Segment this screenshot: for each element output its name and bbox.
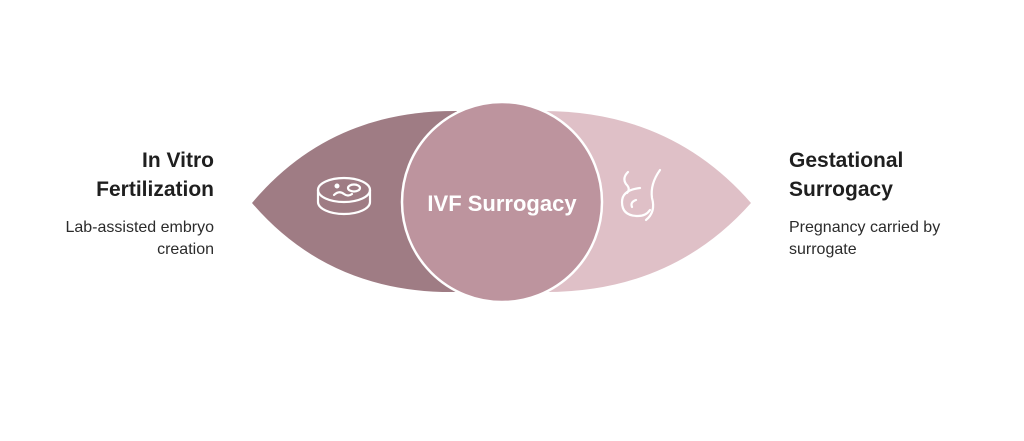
left-desc-line-2: creation — [157, 241, 214, 258]
right-desc-line-1: Pregnancy carried by — [789, 219, 941, 236]
right-text-block: Gestational Surrogacy Pregnancy carried … — [789, 146, 999, 261]
left-title: In Vitro Fertilization — [20, 146, 214, 204]
left-desc-line-1: Lab-assisted embryo — [65, 219, 214, 236]
right-title-line-2: Surrogacy — [789, 178, 893, 201]
petri-dish-icon — [316, 176, 372, 216]
center-circle — [400, 100, 604, 304]
left-title-line-2: Fertilization — [96, 178, 214, 201]
right-desc-line-2: surrogate — [789, 241, 857, 258]
center-label: IVF Surrogacy — [427, 191, 577, 216]
right-title: Gestational Surrogacy — [789, 146, 999, 204]
right-description: Pregnancy carried by surrogate — [789, 217, 999, 261]
right-title-line-1: Gestational — [789, 149, 904, 172]
left-description: Lab-assisted embryo creation — [20, 217, 214, 261]
left-text-block: In Vitro Fertilization Lab-assisted embr… — [20, 146, 214, 261]
left-title-line-1: In Vitro — [142, 149, 214, 172]
pregnancy-icon — [620, 168, 662, 222]
